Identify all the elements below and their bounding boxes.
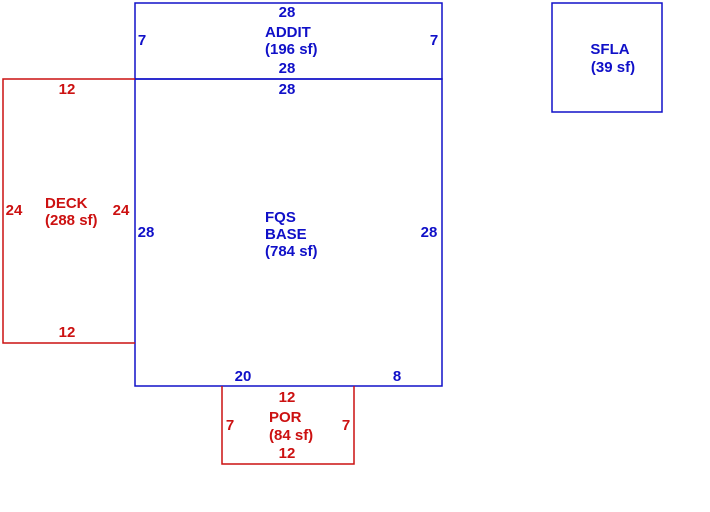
sfla-outline [551, 2, 663, 113]
base-bottom-right-dimension: 8 [393, 368, 401, 385]
base-outline [134, 78, 443, 387]
deck-bottom-dimension: 12 [59, 324, 76, 341]
base-top-dimension: 28 [279, 81, 296, 98]
deck-right-dimension: 24 [113, 202, 130, 219]
addit-bottom-dimension: 28 [279, 60, 296, 77]
por-area: 12 12 7 7 POR (84 sf) [221, 386, 355, 465]
addit-top-dimension: 28 [279, 4, 296, 21]
base-bottom-left-dimension: 20 [235, 368, 252, 385]
deck-top-dimension: 12 [59, 81, 76, 98]
por-top-dimension: 12 [279, 389, 296, 406]
base-area: 28 28 28 20 8 FQS BASE (784 sf) [134, 78, 443, 387]
sfla-area-value: (39 sf) [591, 59, 635, 76]
por-outline [221, 386, 355, 465]
addit-name: ADDIT [265, 24, 311, 41]
base-name-line2: BASE [265, 226, 307, 243]
base-left-dimension: 28 [138, 224, 155, 241]
base-name-line1: FQS [265, 209, 296, 226]
por-name: POR [269, 409, 302, 426]
por-right-dimension: 7 [342, 417, 350, 434]
por-left-dimension: 7 [226, 417, 234, 434]
por-area-value: (84 sf) [269, 427, 313, 444]
addit-area: 28 28 7 7 ADDIT (196 sf) [134, 2, 443, 80]
deck-left-dimension: 24 [6, 202, 23, 219]
deck-outline [2, 78, 135, 344]
deck-area-value: (288 sf) [45, 212, 98, 229]
addit-area-value: (196 sf) [265, 41, 318, 58]
base-area-value: (784 sf) [265, 243, 318, 260]
sfla-area: SFLA (39 sf) [551, 2, 663, 113]
deck-area: 12 12 24 24 DECK (288 sf) [2, 78, 135, 344]
addit-right-dimension: 7 [430, 32, 438, 49]
deck-name: DECK [45, 195, 88, 212]
base-right-dimension: 28 [421, 224, 438, 241]
por-bottom-dimension: 12 [279, 445, 296, 462]
addit-left-dimension: 7 [138, 32, 146, 49]
sfla-name: SFLA [590, 41, 629, 58]
